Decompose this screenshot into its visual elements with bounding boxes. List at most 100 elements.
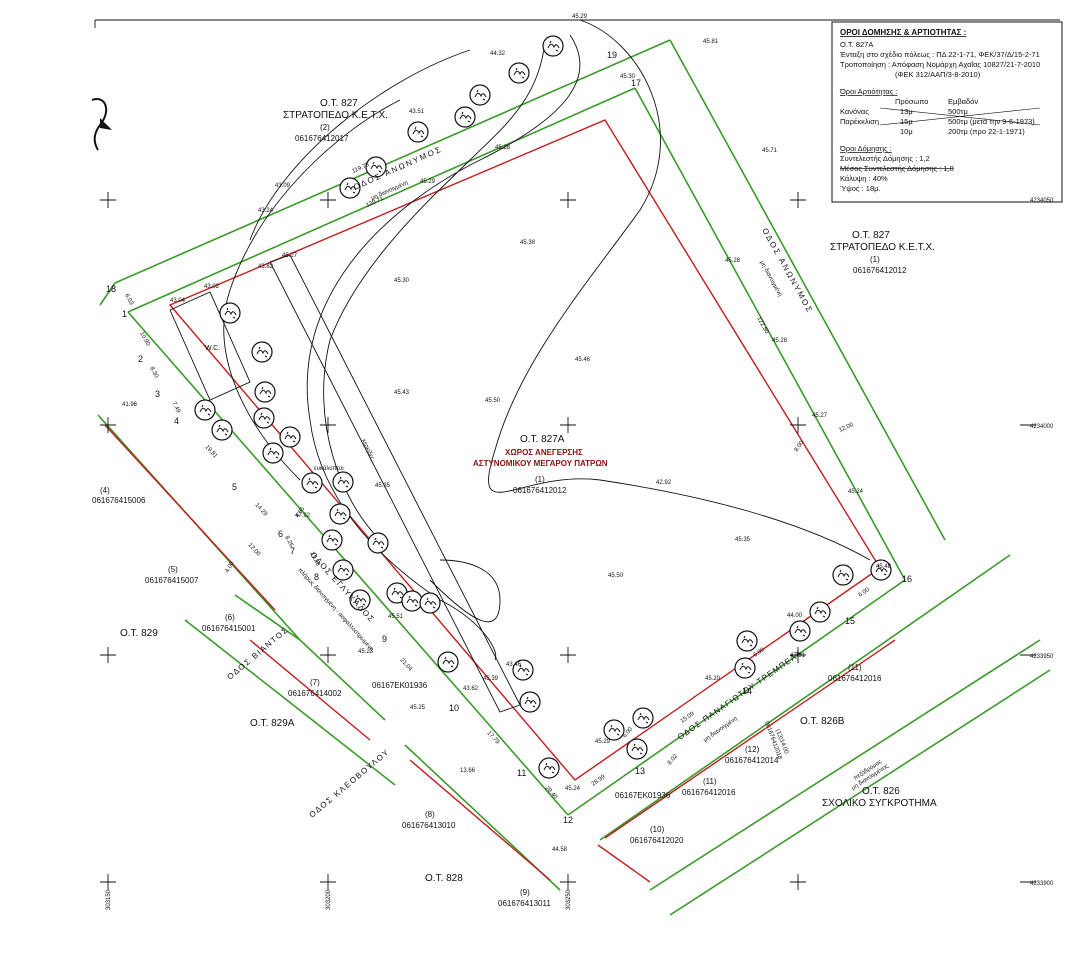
tree-icon [251, 341, 273, 363]
elevation-label: 45.81 [703, 39, 719, 45]
domisi-line: Ύψος : 18μ. [840, 184, 881, 193]
trempela-outer [599, 554, 1011, 841]
tree-icon [542, 35, 564, 57]
viantos-line [234, 594, 301, 641]
building-line-west-1 [104, 424, 276, 611]
artiotita-row-area: 500τμ (μετά την 9-6-1973) [948, 117, 1035, 126]
block-title: Ο.Τ. 827 [852, 230, 890, 241]
elevation-label: 44.58 [552, 847, 568, 853]
dimension-label: 8.00 [794, 440, 806, 454]
block-title: Ο.Τ. 827Α [520, 434, 565, 445]
elevation-label: 41.96 [122, 402, 138, 408]
tree-icon [626, 738, 648, 760]
tree-icon [321, 529, 343, 551]
tree-icon [279, 426, 301, 448]
grid-coord-label: 303150 [106, 889, 112, 910]
elevation-label: 45.25 [410, 705, 426, 711]
dimension-label: 6.00 [858, 587, 872, 599]
elevation-label: 44.32 [490, 51, 506, 57]
elevation-label: 45.50 [485, 398, 501, 404]
grid-coord-label: 4234000 [1030, 424, 1054, 430]
dimension-label: 6.00 [753, 647, 767, 659]
block-name: ΧΩΡΟΣ ΑΝΕΓΕΡΣΗΣ [505, 448, 583, 457]
elevation-label: 44.00 [787, 613, 803, 619]
grid-coord-label: 4234050 [1030, 198, 1054, 204]
parcel-num: (10) [650, 825, 665, 834]
block-code: 061676412012 [853, 266, 907, 275]
grid-coord-label: 4233900 [1030, 881, 1054, 887]
parcel-code: 061676413010 [402, 821, 456, 830]
tree-icon [262, 442, 284, 464]
parcel-code: 061676415001 [202, 624, 256, 633]
block-name: ΣΤΡΑΤΟΠΕΔΟ Κ.Ε.Τ.Χ. [830, 242, 935, 253]
artiotita-title: Όροι Αρτιότητας : [839, 87, 898, 96]
tree-icon [339, 177, 361, 199]
elevation-label: 45.28 [772, 338, 788, 344]
elevation-label: 43.62 [463, 686, 479, 692]
viantos-line-2 [184, 619, 396, 786]
dimension-label: 6.03 [123, 293, 134, 307]
block-name: ΑΣΤΥΝΟΜΙΚΟΥ ΜΕΓΑΡΟΥ ΠΑΤΡΩΝ [473, 459, 608, 468]
contour-line-c [223, 99, 401, 481]
street-labels: ΟΔΟΣ ΑΝΩΝΥΜΟΣ μη διανοιγμένη ΟΔΟΣ ΑΝΩΝΥΜ… [226, 144, 890, 819]
tree-icon [736, 630, 758, 652]
dimension-label: 14.00 [778, 739, 789, 756]
elevation-label: 43.82 [258, 264, 274, 270]
parcel-code: 061676412016 [682, 788, 736, 797]
tree-icon [211, 419, 233, 441]
legend-line: Ένταξη στο σχέδιο πόλεως : ΠΔ 22-1-71, Φ… [839, 50, 1040, 59]
tree-icon [870, 559, 892, 581]
grid-row-4 [100, 874, 1036, 890]
parcel-code: 061676415006 [92, 496, 146, 505]
tree-icon [365, 156, 387, 178]
north-arrow-icon [91, 98, 112, 151]
domisi-line: Συντελεστής Δόμησης : 1,2 [840, 154, 930, 163]
tree-icon [332, 471, 354, 493]
tree-icon [469, 84, 491, 106]
anonymos-right-outer [669, 39, 946, 541]
tree-icon [219, 302, 241, 324]
elevation-label: 43.51 [409, 109, 425, 115]
parcel-code: 061676412016 [828, 674, 882, 683]
elevation-label: 45.29 [595, 739, 611, 745]
grid-coord-label: 303250 [566, 889, 572, 910]
elevation-label: 47.92 [295, 513, 311, 519]
boundary-point-label: 16 [902, 574, 912, 584]
parcel-code: 061676412014 [725, 756, 779, 765]
trees-layer [194, 35, 892, 779]
elevation-label: 45.27 [282, 253, 298, 259]
block-title: Ο.Τ. 826Β [800, 716, 845, 727]
elevation-label: 45.35 [735, 537, 751, 543]
boundary-point-label: 13 [635, 766, 645, 776]
elevation-label: 45.71 [762, 148, 778, 154]
grid-crosses [100, 192, 1036, 890]
dimension-label: 21.04 [399, 657, 414, 673]
tree-icon [301, 472, 323, 494]
elevation-label: 45.23 [358, 649, 374, 655]
parcel-code: 061676412020 [630, 836, 684, 845]
artiotita-row-front: 15μ [900, 117, 913, 126]
building-line-west-3 [409, 759, 551, 881]
boundary-point-label: 8 [314, 572, 319, 582]
dimension-label: 14.29 [254, 502, 269, 518]
legend-line: (ΦΕΚ 312/ΑΑΠ/3-8-2010) [895, 70, 981, 79]
tree-icon [194, 399, 216, 421]
tree-icon [538, 757, 560, 779]
parcel-code: 061676415007 [145, 576, 199, 585]
tree-icon [367, 532, 389, 554]
tree-icon [512, 659, 534, 681]
domisi-line: Κάλυψη : 40% [840, 174, 888, 183]
elevation-label: 45.27 [812, 413, 828, 419]
elevation-label: 42.92 [656, 480, 672, 486]
contour-line-f [429, 559, 501, 623]
tree-icon [832, 564, 854, 586]
dimension-label: 8.02 [667, 753, 680, 766]
domisi-title: Όροι Δόμησης : [839, 144, 892, 153]
artiotita-row-area: 500τμ [948, 107, 968, 116]
boundary-point-label: 19 [607, 50, 617, 60]
boundary-point-label: 17 [631, 78, 641, 88]
building-line-826b-cap [597, 844, 651, 883]
